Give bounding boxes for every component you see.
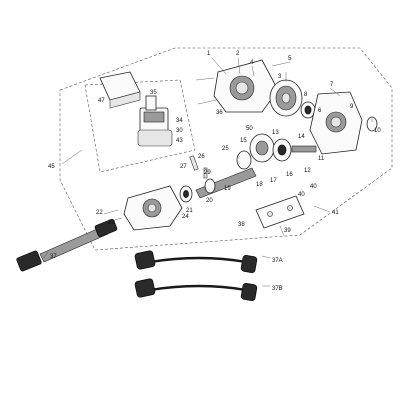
leader-lines: [43, 57, 373, 287]
mounting-bracket-part: [255, 195, 331, 237]
callout-14: 14: [298, 134, 305, 140]
callout-3: 3: [278, 74, 282, 80]
callout-13: 13: [272, 130, 279, 136]
lower-housing-part: [123, 185, 183, 231]
actuator-motor-part: [137, 95, 173, 147]
callout-16: 16: [286, 172, 293, 178]
callout-19: 19: [224, 186, 231, 192]
callout-45: 45: [48, 164, 55, 170]
callout-38: 38: [238, 222, 245, 228]
assembly-frame: [59, 47, 393, 251]
callout-43: 43: [176, 138, 183, 144]
cable-37a-part: [134, 250, 258, 274]
callout-12: 12: [304, 168, 311, 174]
gear-cluster-part: [236, 133, 317, 170]
callout-25: 25: [222, 146, 229, 152]
callout-36: 36: [216, 110, 223, 116]
callout-29: 29: [204, 170, 211, 176]
callout-50: 50: [246, 126, 253, 132]
callout-30: 30: [176, 128, 183, 134]
callout-40-lower: 40: [298, 192, 305, 198]
callout-6: 6: [318, 108, 322, 114]
callout-1: 1: [207, 51, 211, 57]
callout-37: 37: [50, 254, 57, 260]
propeller-shaft-part: [16, 218, 118, 272]
bearing-part: [300, 101, 316, 119]
callout-15: 15: [240, 138, 247, 144]
callout-47: 47: [98, 98, 105, 104]
callout-20: 20: [206, 198, 213, 204]
sensor-housing-part: [99, 71, 141, 109]
callout-5: 5: [288, 56, 292, 62]
callout-35: 35: [150, 90, 157, 96]
callout-4: 4: [250, 60, 254, 66]
callout-17: 17: [270, 178, 277, 184]
callout-7: 7: [330, 82, 334, 88]
callout-18: 18: [256, 182, 263, 188]
callout-10: 10: [374, 128, 381, 134]
callout-37b: 37B: [272, 286, 283, 292]
callout-9: 9: [350, 104, 354, 110]
sub-assembly-frame: [84, 79, 196, 173]
callout-34: 34: [176, 118, 183, 124]
ring-gear-part: [269, 79, 303, 117]
callout-8: 8: [304, 92, 308, 98]
callout-21: 21: [186, 208, 193, 214]
upper-housing-cover-part: [213, 59, 279, 113]
callout-41: 41: [332, 210, 339, 216]
dowel-pin-part: [189, 155, 208, 179]
callout-22: 22: [96, 210, 103, 216]
callout-2: 2: [236, 51, 240, 57]
callout-26: 26: [198, 154, 205, 160]
callout-27: 27: [180, 164, 187, 170]
callout-23: 23: [108, 220, 115, 226]
right-housing-part: [309, 91, 378, 155]
cable-37b-part: [134, 278, 258, 302]
callout-39: 39: [284, 228, 291, 234]
callout-40-upper: 40: [310, 184, 317, 190]
callout-11: 11: [318, 156, 325, 162]
callout-24: 24: [182, 214, 189, 220]
callout-37a: 37A: [272, 258, 283, 264]
output-shaft-part: [179, 167, 257, 203]
